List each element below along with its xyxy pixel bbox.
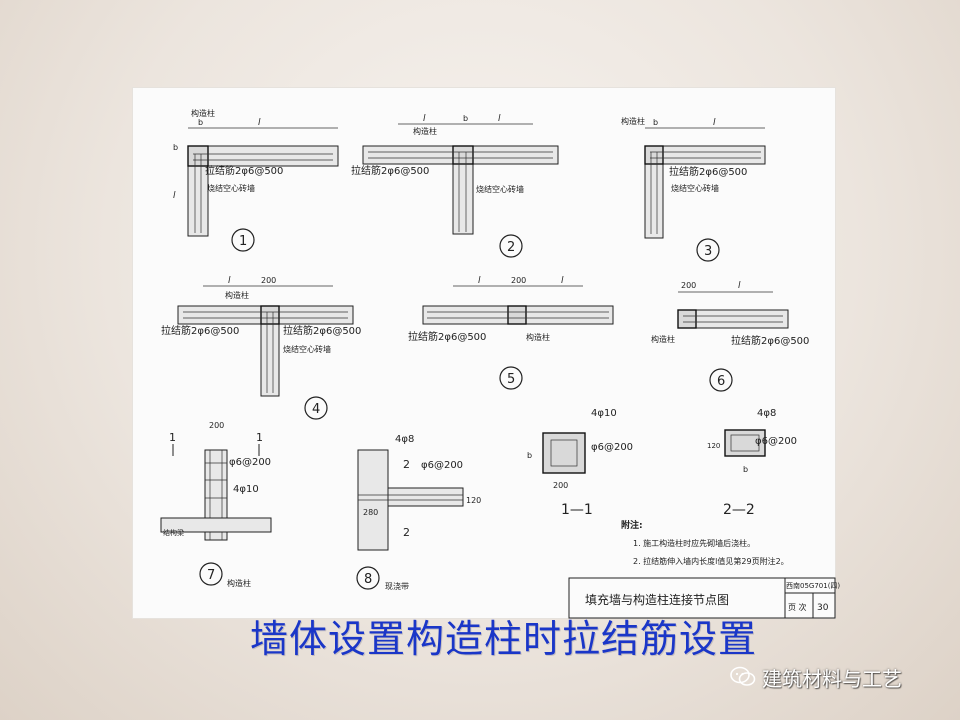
svg-text:8: 8: [364, 572, 372, 587]
node-1-marker: [231, 228, 255, 252]
node-1: 构造柱 b l b l 拉结筋2φ6@500 烧结空心砖墙 1: [173, 108, 339, 252]
title-block: 填充墙与构造柱连接节点图 西南05G701(四) 页 次 30: [568, 577, 840, 619]
svg-text:4φ8: 4φ8: [757, 408, 776, 419]
node-7: 1 1 200 φ6@200 4φ10 结构梁 7 构造柱: [160, 421, 272, 588]
node-2: b l l 构造柱 拉结筋2φ6@500 烧结空心砖墙 2: [351, 114, 559, 258]
svg-text:3: 3: [704, 244, 712, 259]
svg-text:l: l: [713, 118, 716, 128]
svg-text:b: b: [653, 118, 658, 127]
svg-text:280: 280: [363, 508, 378, 517]
node6-tie-bar: 拉结筋2φ6@500: [731, 334, 809, 347]
svg-text:120: 120: [466, 496, 481, 505]
svg-text:b: b: [743, 465, 748, 474]
svg-text:页 次: 页 次: [788, 602, 807, 612]
svg-text:构造柱: 构造柱: [526, 332, 550, 342]
node-2-marker: [499, 234, 523, 258]
svg-text:构造柱: 构造柱: [227, 578, 251, 588]
svg-text:4φ10: 4φ10: [233, 484, 259, 495]
svg-text:l: l: [258, 118, 261, 128]
node-8: 4φ8 2 φ6@200 280 120 2 8 现浇带: [356, 434, 481, 591]
svg-text:2: 2: [403, 526, 410, 539]
svg-text:1. 施工构造柱时应先砌墙后浇柱。: 1. 施工构造柱时应先砌墙后浇柱。: [633, 538, 755, 548]
node-8-marker: [356, 566, 380, 590]
svg-text:l: l: [173, 191, 176, 201]
svg-text:φ6@200: φ6@200: [755, 436, 797, 447]
svg-text:6: 6: [717, 374, 725, 389]
svg-text:l: l: [478, 276, 481, 286]
node-5: l 200 l 拉结筋2φ6@500 构造柱 5: [408, 276, 614, 390]
svg-text:结构梁: 结构梁: [163, 528, 184, 537]
slide-title: 墙体设置构造柱时拉结筋设置: [250, 617, 758, 661]
svg-text:4φ10: 4φ10: [591, 408, 617, 419]
node-3-marker: [696, 238, 720, 262]
svg-text:1: 1: [169, 431, 176, 444]
svg-text:烧结空心砖墙: 烧结空心砖墙: [283, 344, 331, 354]
svg-text:l: l: [423, 114, 426, 124]
svg-text:烧结空心砖墙: 烧结空心砖墙: [207, 183, 255, 193]
construction-drawing: 构造柱 b l b l 拉结筋2φ6@500 烧结空心砖墙 1 b l l 构造…: [133, 88, 840, 619]
svg-text:烧结空心砖墙: 烧结空心砖墙: [671, 183, 719, 193]
svg-text:构造柱: 构造柱: [225, 290, 249, 300]
svg-text:西南05G701(四): 西南05G701(四): [786, 581, 840, 590]
svg-text:2: 2: [403, 458, 410, 471]
svg-text:7: 7: [207, 568, 215, 583]
svg-text:1: 1: [256, 431, 263, 444]
svg-text:b: b: [173, 143, 178, 152]
node-4: l 200 构造柱 拉结筋2φ6@500 拉结筋2φ6@500 烧结空心砖墙 4: [161, 276, 361, 420]
svg-text:烧结空心砖墙: 烧结空心砖墙: [476, 184, 524, 194]
svg-text:4φ8: 4φ8: [395, 434, 414, 445]
node1-tie-bar: 拉结筋2φ6@500: [205, 164, 283, 177]
svg-text:b: b: [463, 114, 468, 123]
node-6: 200 l 构造柱 拉结筋2φ6@500 6: [651, 281, 809, 392]
svg-text:4: 4: [312, 402, 320, 417]
node1-column-label: 构造柱: [191, 108, 215, 118]
section-2-2: 4φ8 φ6@200 120 b 2—2: [707, 408, 797, 518]
node-5-marker: [499, 366, 523, 390]
node-3: 构造柱 b l 拉结筋2φ6@500 烧结空心砖墙 3: [621, 116, 766, 262]
svg-text:φ6@200: φ6@200: [229, 457, 271, 468]
svg-text:2. 拉结筋伸入墙内长度l值见第29页附注2。: 2. 拉结筋伸入墙内长度l值见第29页附注2。: [633, 556, 789, 566]
watermark-text: 建筑材料与工艺: [762, 666, 902, 691]
svg-text:现浇带: 现浇带: [385, 581, 409, 591]
svg-text:200: 200: [261, 276, 276, 285]
watermark: 建筑材料与工艺: [730, 664, 902, 691]
title-block-name: 填充墙与构造柱连接节点图: [585, 592, 729, 607]
svg-text:200: 200: [553, 481, 568, 490]
svg-text:b: b: [527, 451, 532, 460]
svg-text:构造柱: 构造柱: [621, 116, 645, 126]
svg-text:l: l: [498, 114, 501, 124]
node-6-marker: [709, 368, 733, 392]
svg-text:附注:: 附注:: [621, 519, 643, 531]
drawing-notes: 附注: 1. 施工构造柱时应先砌墙后浇柱。 2. 拉结筋伸入墙内长度l值见第29…: [621, 519, 789, 566]
svg-text:5: 5: [507, 372, 515, 387]
svg-text:l: l: [228, 276, 231, 286]
svg-text:120: 120: [707, 442, 720, 450]
wechat-icon: [730, 666, 756, 686]
svg-text:l: l: [738, 281, 741, 291]
svg-text:1—1: 1—1: [561, 502, 593, 518]
svg-text:构造柱: 构造柱: [651, 334, 675, 344]
svg-text:构造柱: 构造柱: [413, 126, 437, 136]
node2-tie-bar: 拉结筋2φ6@500: [351, 164, 429, 177]
svg-text:30: 30: [817, 603, 829, 613]
node-4-marker: [304, 396, 328, 420]
svg-text:2—2: 2—2: [723, 502, 755, 518]
svg-text:b: b: [198, 118, 203, 127]
node-7-marker: [199, 562, 223, 586]
svg-text:200: 200: [209, 421, 224, 430]
svg-text:200: 200: [681, 281, 696, 290]
svg-text:2: 2: [507, 240, 515, 255]
svg-text:l: l: [561, 276, 564, 286]
svg-text:200: 200: [511, 276, 526, 285]
section-1-1: 4φ10 φ6@200 200 b 1—1: [527, 408, 633, 518]
svg-text:φ6@200: φ6@200: [421, 460, 463, 471]
svg-text:φ6@200: φ6@200: [591, 442, 633, 453]
node5-tie-bar: 拉结筋2φ6@500: [408, 330, 486, 343]
svg-text:1: 1: [239, 234, 247, 249]
node4-tie-bar-left: 拉结筋2φ6@500: [161, 324, 239, 337]
node3-tie-bar: 拉结筋2φ6@500: [669, 165, 747, 178]
node4-tie-bar-right: 拉结筋2φ6@500: [283, 324, 361, 337]
